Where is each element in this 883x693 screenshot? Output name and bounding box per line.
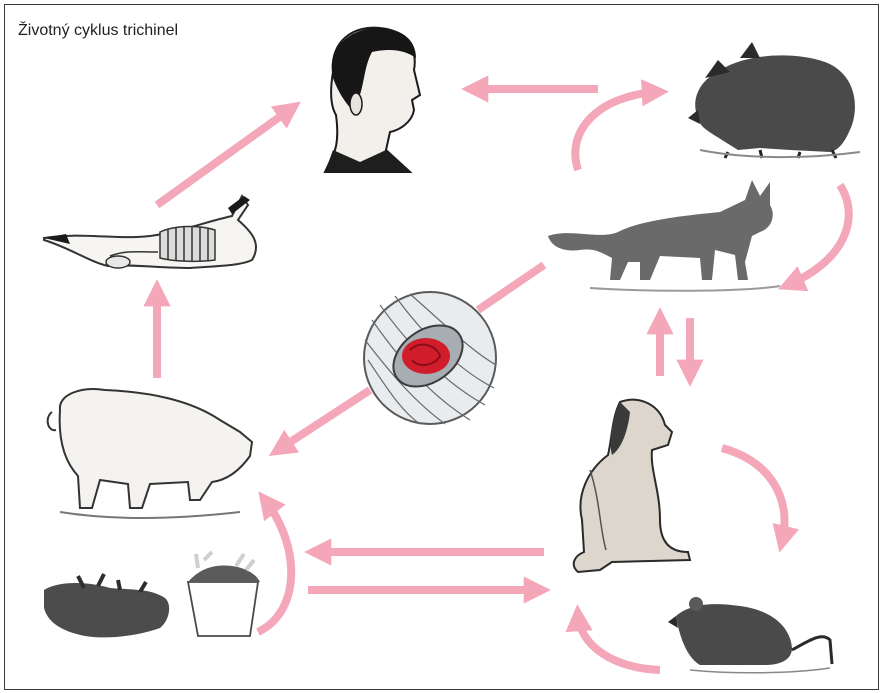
arrow-waste-to-pig (258, 500, 291, 632)
food-waste-bucket-icon (188, 552, 260, 636)
pig-carcass-icon (44, 196, 256, 268)
pig-icon (48, 389, 252, 518)
arrow-fox-to-cyst (478, 265, 544, 310)
arrow-fox-to-boar (575, 92, 658, 170)
arrow-dog-to-rat (722, 448, 785, 542)
dead-pig-icon (44, 574, 169, 637)
arrow-boar-to-fox (788, 185, 849, 285)
dog-icon (574, 400, 690, 572)
human-head-icon (325, 28, 420, 172)
arrow-rat-to-dog (578, 615, 660, 670)
rat-icon (668, 597, 832, 673)
wild-boar-icon (688, 42, 860, 158)
trichinella-larva-cyst-icon (364, 292, 496, 424)
arrow-carcass-to-human (157, 108, 292, 205)
fox-icon (548, 180, 780, 291)
arrow-cyst-to-pig (278, 390, 370, 450)
